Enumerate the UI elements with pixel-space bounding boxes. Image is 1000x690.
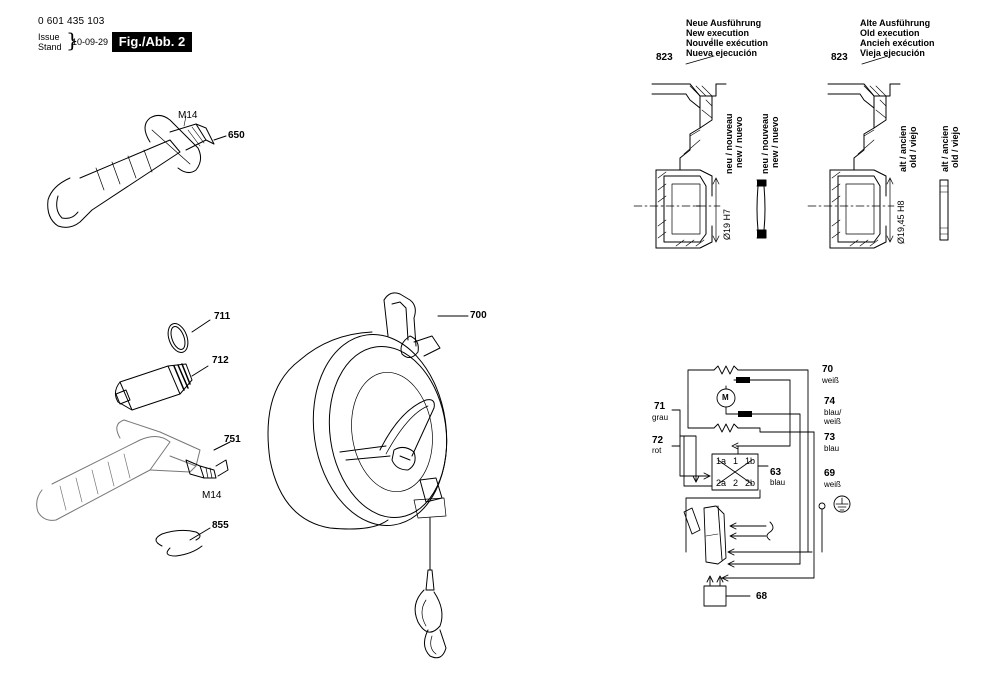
- old-bore-dimension: Ø19,45 H8: [896, 200, 906, 244]
- old-execution-fr: Ancien exécution: [860, 38, 935, 48]
- side-handle-650-drawing: [47, 114, 227, 228]
- new-part-a-line1: neu / nouveau: [724, 113, 734, 174]
- part-700-label: 700: [470, 310, 487, 321]
- new-execution-en: New execution: [686, 28, 750, 38]
- terminal-1: 1: [733, 456, 739, 466]
- screw-751-drawing: [185, 441, 231, 479]
- part-712-label: 712: [212, 355, 229, 366]
- new-execution-es: Nueva ejecución: [686, 48, 758, 58]
- wire-74-label: 74: [824, 396, 836, 407]
- handle-751-drawing: [36, 419, 201, 521]
- wire-71-label: 71: [654, 401, 666, 412]
- clip-855-drawing: [155, 527, 211, 557]
- wiring-diagram-drawing: [671, 365, 851, 607]
- old-execution-en: Old execution: [860, 28, 920, 38]
- terminal-1b: 1b: [745, 456, 756, 466]
- old-part-b-line2: old / viejo: [950, 126, 960, 168]
- terminal-1a: 1a: [716, 456, 727, 466]
- balancer-700-drawing: [267, 292, 469, 659]
- terminal-2b: 2b: [745, 478, 756, 488]
- wire-71-color: grau: [652, 413, 669, 422]
- issue-date: 10-09-29: [72, 37, 109, 47]
- document-number: 0 601 435 103: [38, 16, 105, 27]
- old-execution-section-drawing: [807, 37, 949, 249]
- wire-74-color-1: blau/: [824, 408, 842, 417]
- wire-72-color: rot: [652, 446, 662, 455]
- terminal-2: 2: [733, 478, 739, 488]
- wire-69-color: weiß: [824, 480, 841, 489]
- wire-63-color: blau: [770, 478, 786, 487]
- part-650-thread-label: M14: [178, 110, 198, 121]
- wire-68-label: 68: [756, 591, 768, 602]
- new-bore-dimension: Ø19 H7: [722, 208, 732, 240]
- old-part-b-line1: alt / ancien: [940, 125, 950, 172]
- wire-72-label: 72: [652, 435, 664, 446]
- wire-63-label: 63: [770, 467, 782, 478]
- new-execution-title: Neue Ausführung New execution Nouvelle e…: [686, 18, 768, 58]
- wire-73-label: 73: [824, 432, 836, 443]
- old-execution-title: Alte Ausführung Old execution Ancien exé…: [860, 18, 935, 58]
- part-751-thread-label: M14: [202, 490, 222, 501]
- stand-label: Stand: [38, 42, 62, 52]
- new-part-b-line2: new / nuevo: [770, 116, 780, 168]
- old-execution-de: Alte Ausführung: [860, 18, 931, 28]
- issue-stand-labels: Issue Stand: [38, 32, 62, 52]
- brace-glyph: }: [66, 28, 79, 52]
- old-part-a-line1: alt / ancien: [898, 125, 908, 172]
- new-execution-fr: Nouvelle exécution: [686, 38, 769, 48]
- new-part-b-line1: neu / nouveau: [760, 113, 770, 174]
- issue-label: Issue: [38, 32, 60, 42]
- wire-74-color-2: weiß: [824, 417, 841, 426]
- new-execution-de: Neue Ausführung: [686, 18, 762, 28]
- new-part-a-line2: new / nuevo: [734, 116, 744, 168]
- part-711-label: 711: [214, 311, 231, 322]
- wire-70-label: 70: [822, 364, 834, 375]
- old-execution-es: Vieja ejecución: [860, 48, 925, 58]
- wire-69-label: 69: [824, 468, 836, 479]
- wire-70-color: weiß: [822, 376, 839, 385]
- part-823-old-label: 823: [831, 52, 848, 63]
- part-823-new-label: 823: [656, 52, 673, 63]
- motor-label: M: [722, 393, 729, 402]
- adapter-712-drawing: [114, 363, 209, 411]
- wire-73-color: blau: [824, 444, 840, 453]
- new-execution-section-drawing: [633, 37, 767, 249]
- o-ring-711-drawing: [167, 319, 211, 353]
- terminal-2a: 2a: [716, 478, 727, 488]
- part-855-label: 855: [212, 520, 229, 531]
- figure-label: Fig./Abb. 2: [112, 32, 192, 52]
- old-part-a-line2: old / viejo: [908, 126, 918, 168]
- part-751-label: 751: [224, 434, 241, 445]
- part-650-label: 650: [228, 130, 245, 141]
